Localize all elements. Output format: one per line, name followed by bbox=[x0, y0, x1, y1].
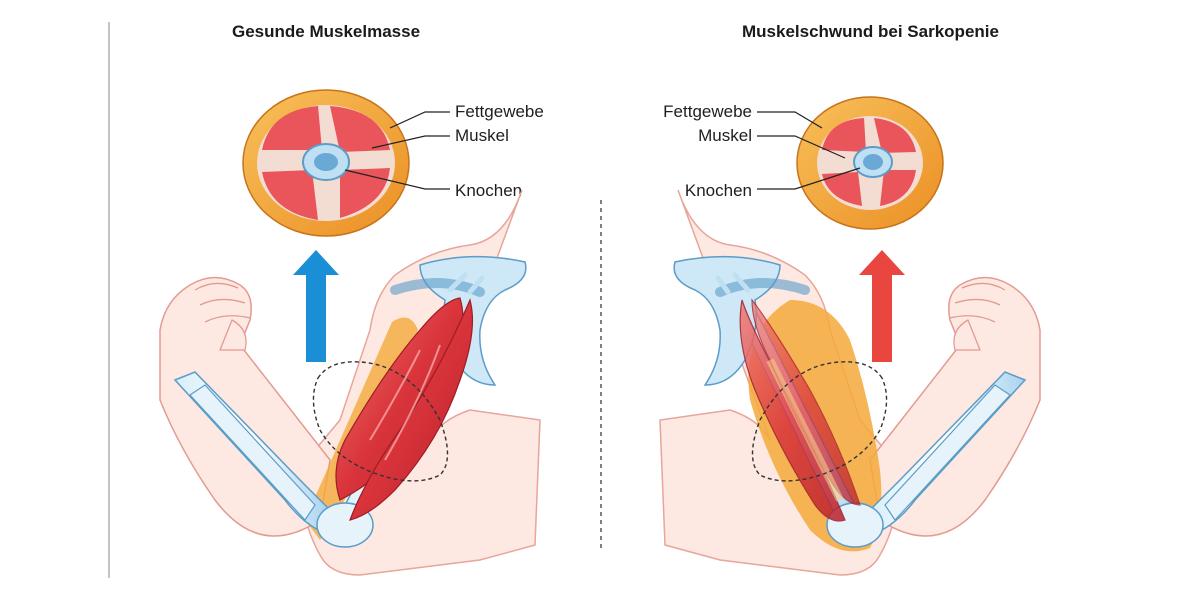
muscle-segment bbox=[340, 168, 390, 218]
forearm-bone-2 bbox=[884, 384, 1011, 521]
healthy-panel: Fettgewebe Muskel Knochen bbox=[159, 89, 544, 576]
fist-knuckles bbox=[194, 282, 251, 323]
muscle-segment bbox=[822, 118, 866, 152]
leader-bone bbox=[757, 167, 861, 190]
leader-muscle bbox=[371, 135, 450, 149]
thumb bbox=[219, 319, 247, 351]
cut-marker-outline bbox=[312, 361, 449, 482]
tendon bbox=[447, 272, 485, 295]
forearm-bone-2 bbox=[189, 384, 316, 521]
leader-bone bbox=[344, 169, 450, 190]
label-muscle: Muskel bbox=[698, 126, 752, 145]
arrow-up-sarcopenia-icon bbox=[859, 250, 905, 362]
leader-muscle bbox=[757, 135, 846, 159]
title-healthy: Gesunde Muskelmasse bbox=[232, 22, 421, 41]
arrow-up-healthy-icon bbox=[293, 250, 339, 362]
muscle-segment bbox=[262, 106, 322, 150]
tendon bbox=[715, 272, 751, 295]
label-fat: Fettgewebe bbox=[663, 102, 752, 121]
sarcopenia-panel: Fettgewebe Muskel Knochen bbox=[659, 96, 1041, 576]
muscle-highlight bbox=[369, 344, 441, 461]
bone-marrow bbox=[314, 153, 338, 171]
title-sarcopenia: Muskelschwund bei Sarkopenie bbox=[742, 22, 999, 41]
cross-section-healthy bbox=[242, 89, 450, 237]
muscle-segment bbox=[874, 118, 916, 153]
thumb bbox=[953, 319, 981, 351]
cross-section-sarcopenia bbox=[757, 96, 944, 230]
fist-knuckles bbox=[949, 282, 1006, 323]
label-bone: Knochen bbox=[455, 181, 522, 200]
fat-infiltration bbox=[766, 358, 844, 502]
leader-fat bbox=[757, 111, 823, 129]
biceps-muscle-2 bbox=[349, 298, 474, 521]
label-fat: Fettgewebe bbox=[455, 102, 544, 121]
label-muscle: Muskel bbox=[455, 126, 509, 145]
muscle-segment bbox=[330, 106, 390, 152]
muscle-segment bbox=[262, 170, 318, 220]
label-bone: Knochen bbox=[685, 181, 752, 200]
leader-fat bbox=[389, 111, 450, 129]
bone-marrow bbox=[863, 154, 883, 170]
muscle-segment bbox=[822, 172, 862, 206]
muscle-segment bbox=[880, 170, 916, 206]
cut-marker-outline bbox=[751, 361, 888, 482]
